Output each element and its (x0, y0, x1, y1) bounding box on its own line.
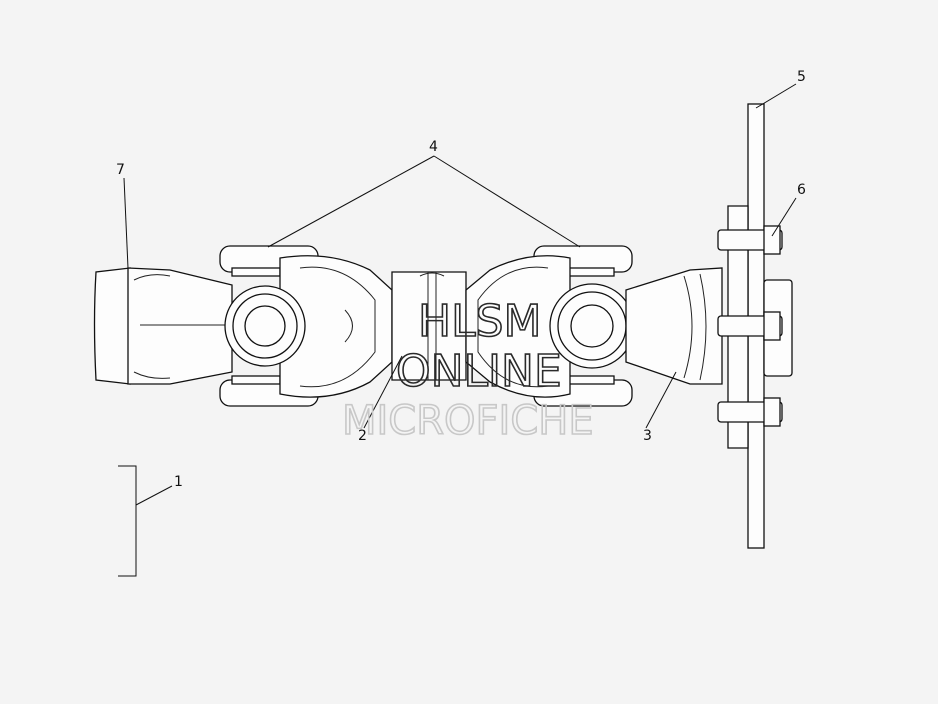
watermark-line-2: ONLINE (396, 346, 562, 397)
callout-1: 1 (174, 474, 183, 490)
right-universal-joint (465, 245, 635, 407)
left-universal-joint (219, 245, 393, 407)
part-7-shaft-stub (93, 267, 233, 385)
callout-3: 3 (643, 428, 652, 444)
part-3-shaft-yoke (625, 267, 723, 385)
part-6-bolts (717, 225, 783, 427)
assembly-bracket (118, 465, 137, 577)
watermark-line-1: HLSM (418, 296, 542, 347)
callout-2: 2 (358, 428, 367, 444)
callout-7: 7 (116, 162, 125, 178)
callout-6: 6 (797, 182, 806, 198)
callout-labels: 1 2 3 4 5 6 7 (116, 69, 806, 490)
callout-5: 5 (797, 69, 806, 85)
watermark-line-3: MICROFICHE (342, 398, 594, 444)
callout-4: 4 (429, 139, 438, 155)
watermark: HLSM ONLINE MICROFICHE (341, 295, 594, 445)
leader-lines (123, 83, 797, 506)
part-2-center-tube (391, 271, 467, 381)
